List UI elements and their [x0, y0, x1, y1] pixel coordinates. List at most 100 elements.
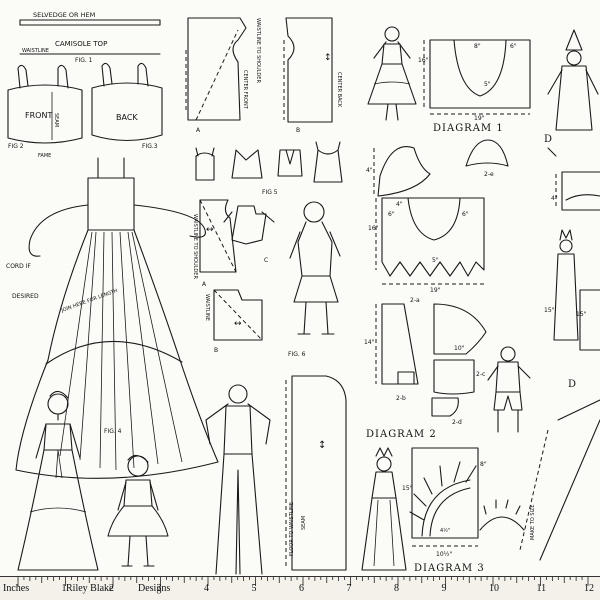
diagram2-pieces — [375, 303, 487, 417]
label-2d: 2-d — [452, 419, 462, 426]
pattern-b2-label: B — [214, 347, 218, 354]
measure-16b: 16" — [368, 225, 379, 232]
diagram1-label: DIAGRAM 1 — [433, 123, 504, 134]
fig4-label: FIG. 4 — [104, 428, 122, 435]
label-2c: 2-c — [476, 371, 485, 378]
front-label: FRONT — [25, 111, 52, 120]
svg-text:↕: ↕ — [324, 53, 332, 63]
trouser-pattern: ↕ — [285, 375, 347, 571]
diagram-right-letter: D — [544, 134, 552, 145]
pattern-a2-label: A — [202, 281, 207, 288]
center-front-label: CENTER FRONT — [242, 70, 248, 110]
measure-6c: 6" — [462, 211, 469, 218]
diagram2-pattern — [375, 197, 485, 285]
crown-pattern — [409, 447, 525, 547]
girl-short-dress — [107, 454, 169, 567]
fig5-label: FIG 5 — [262, 189, 278, 196]
measure-8b: 8" — [480, 461, 487, 468]
measure-5b: 5" — [432, 257, 439, 264]
label-2e: 2-e — [484, 171, 494, 178]
waistline-label-2: WAISTLINE — [204, 294, 210, 321]
diagram3-label: DIAGRAM 3 — [414, 563, 485, 574]
ruler-number: 10 — [489, 583, 499, 594]
ruler-number: 9 — [441, 583, 447, 594]
floor-to-waist-label: FLOOR TO WAISTLINE — [289, 502, 295, 556]
witch-figure — [547, 29, 599, 131]
measure-15: 15" — [402, 485, 413, 492]
pattern-a2: ↔ — [199, 199, 237, 273]
bodice-pattern-front — [185, 17, 247, 121]
measure-15-right: 15" — [576, 311, 587, 318]
ruler-number: 7 — [346, 583, 352, 594]
ruler-designs-label: Designs — [138, 583, 171, 594]
pattern-b2: ↔ — [213, 289, 263, 341]
measure-4-right: 4" — [551, 195, 558, 202]
back-label: BACK — [116, 113, 138, 122]
label-2b: 2-b — [396, 395, 406, 402]
seam-label-2: SEAM — [301, 516, 307, 530]
camisole-title: CAMISOLE TOP — [55, 40, 107, 48]
fame-label: FAME — [38, 153, 51, 159]
measure-16: 16" — [418, 57, 429, 64]
measure-8: 8" — [474, 43, 481, 50]
pattern-a-label: A — [196, 127, 201, 134]
measure-15-right-b: 15" — [544, 307, 555, 314]
fig2-label: FIG 2 — [8, 143, 24, 150]
ruler-number: 12 — [584, 583, 594, 594]
measure-19: 19" — [474, 115, 485, 122]
dancer-top-right — [367, 26, 417, 121]
ruler-number: 8 — [394, 583, 399, 594]
measure-4half: 4½" — [440, 527, 450, 534]
measure-10half: 10½" — [436, 551, 452, 558]
svg-text:↔: ↔ — [234, 319, 242, 329]
measure-6b: 6" — [388, 211, 395, 218]
ruler-number: 11 — [536, 583, 547, 594]
measure-6: 6" — [510, 43, 517, 50]
boy-figure — [487, 346, 531, 433]
desired-label: DESIRED — [12, 293, 39, 300]
camisole-back-tube — [91, 62, 163, 141]
ruler-number: 1 — [61, 583, 67, 594]
camisole-selvedge-band — [19, 19, 161, 26]
tops-row — [195, 141, 343, 183]
ruler-number: 4 — [204, 583, 209, 594]
bodice-pattern-back: ↕ — [283, 17, 333, 123]
man-in-trousers — [205, 384, 271, 575]
measure-10: 10" — [454, 345, 465, 352]
ruler-inches-label: Inches — [3, 583, 30, 594]
camisole-front-tube — [7, 64, 83, 144]
svg-text:↕: ↕ — [318, 440, 326, 451]
diagram2-label: DIAGRAM 2 — [366, 429, 437, 440]
measure-19b: 19" — [430, 287, 441, 294]
fig1-label: FIG. 1 — [75, 57, 93, 64]
diagram-right-letter-2: D — [568, 379, 576, 390]
fig6-label: FIG. 6 — [288, 351, 306, 358]
measure-5: 5" — [484, 81, 491, 88]
hat-shapes — [373, 139, 509, 197]
waist-to-shoulder-2: WAISTLINE TO SHOULDER — [192, 214, 198, 279]
seam-label: SEAM — [53, 113, 59, 127]
gown-drawing — [15, 157, 219, 479]
join-here-label: JOIN HERE FOR LENGTH — [60, 288, 119, 314]
measure-4b: 4" — [396, 201, 403, 208]
ruler-brand-label: Riley Blake — [66, 583, 114, 594]
waistline-small: WAISTLINE — [22, 48, 49, 54]
ruler-number: 2 — [109, 583, 114, 594]
measure-14: 14" — [364, 339, 375, 346]
ruler-ticks — [17, 577, 589, 586]
pattern-b-label: B — [296, 127, 300, 134]
ruler-number: 6 — [299, 583, 304, 594]
crown-figure — [361, 447, 407, 571]
apron-c — [223, 205, 275, 245]
right-edge-pieces — [519, 147, 600, 561]
ruler-number: 3 — [156, 583, 162, 594]
pattern-c-label: C — [264, 257, 268, 264]
measure-4: 4" — [366, 167, 373, 174]
label-2a: 2-a — [410, 297, 420, 304]
woman-long-dress — [17, 390, 99, 571]
diagram1-pattern — [423, 39, 531, 115]
center-back-label: CENTER BACK — [336, 72, 342, 108]
make-to-size-label: MAKE TO SIZE — [530, 504, 536, 540]
